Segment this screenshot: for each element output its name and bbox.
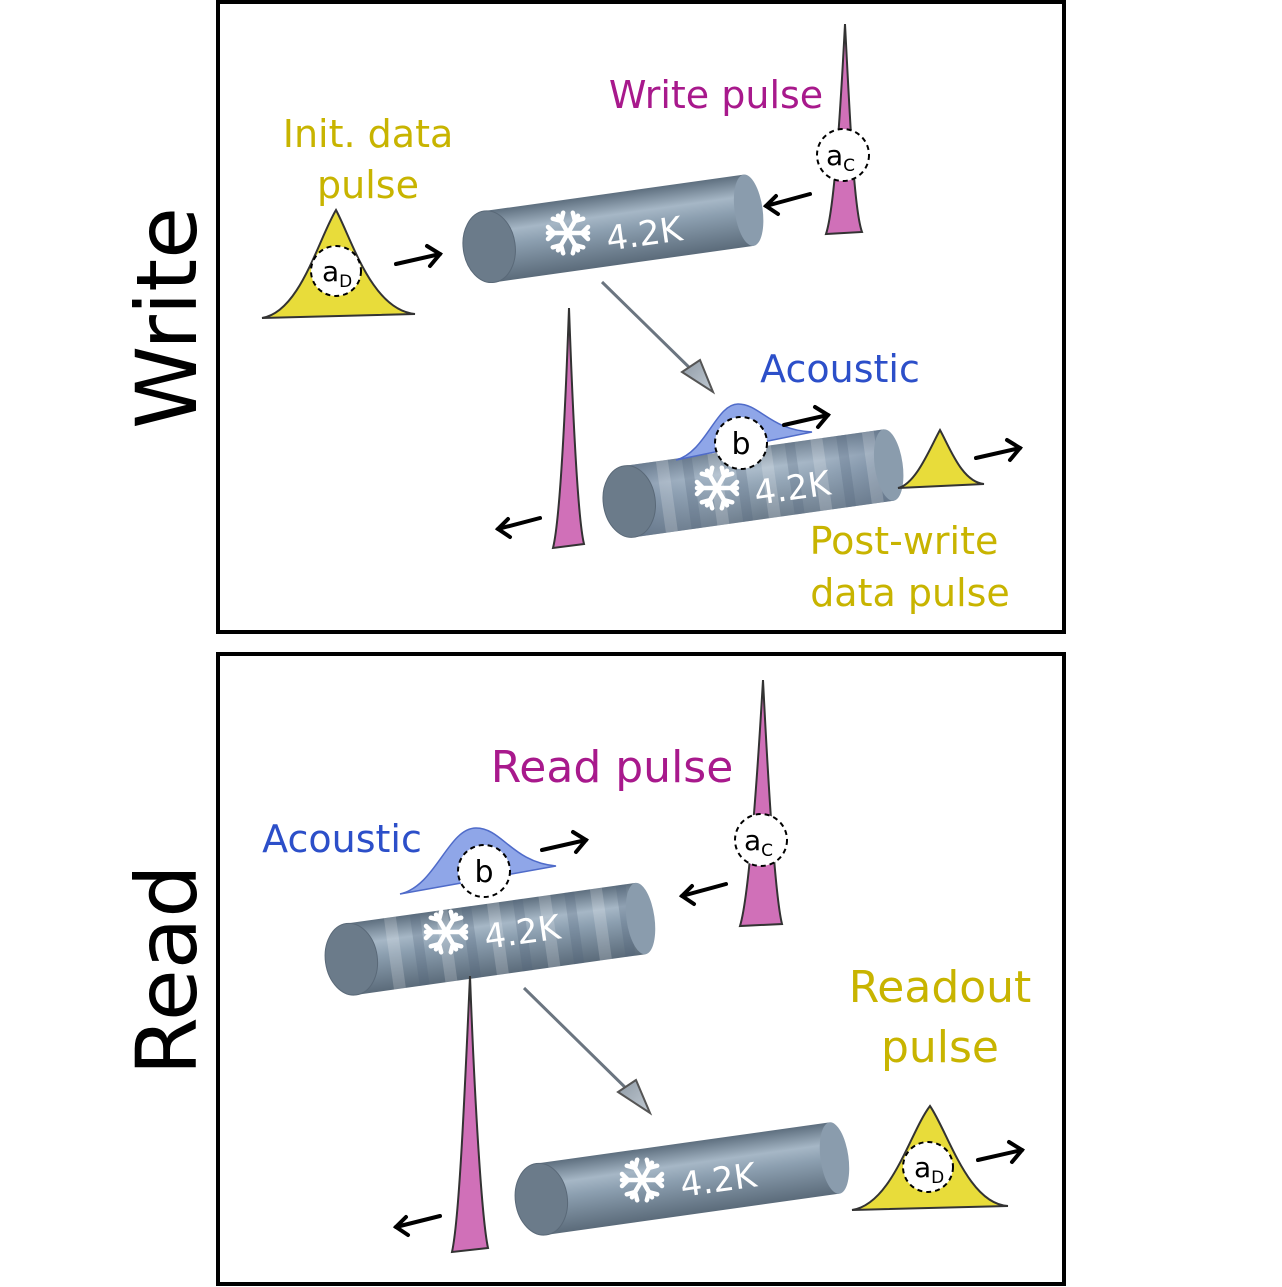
arrow-readout-right — [976, 1140, 1026, 1164]
mode-aD-circle-write — [310, 245, 362, 297]
mode-b-circle-write — [714, 416, 768, 470]
fiber-write-initial — [462, 174, 764, 284]
arrow-acoustic-read — [540, 830, 590, 854]
arrow-post-write-right — [974, 438, 1024, 462]
fiber-read-acoustic — [324, 882, 656, 996]
readout-label-line2: pulse — [881, 1022, 999, 1073]
post-write-data-pulse — [897, 427, 985, 489]
mode-aC-circle-write — [816, 128, 870, 182]
arrow-write-pulse-to-fiber — [762, 192, 812, 216]
write-side-label: Write — [118, 207, 216, 429]
init-data-label-line1: Init. data — [283, 112, 454, 156]
mode-aD-circle-read — [902, 1141, 954, 1193]
mode-aD-symbol: aD — [914, 1151, 944, 1188]
read-panel-frame — [216, 652, 1066, 1286]
step-arrow-write — [600, 280, 716, 395]
write-pulse — [824, 23, 864, 236]
mode-aD-symbol: aD — [322, 255, 352, 292]
mode-b-symbol-read: b — [474, 855, 493, 890]
mode-b-symbol-write: b — [731, 427, 750, 462]
arrow-acoustic-write — [782, 405, 832, 429]
arrow-reflected-read-left — [392, 1214, 442, 1237]
reflected-read-pulse — [450, 975, 490, 1254]
write-pulse-label: Write pulse — [609, 73, 823, 117]
init-data-label-line2: pulse — [317, 163, 419, 207]
post-write-label-line1: Post-write — [810, 519, 999, 563]
reflected-write-pulse — [551, 307, 586, 550]
acoustic-label-read: Acoustic — [262, 817, 422, 861]
read-pulse-label: Read pulse — [491, 742, 734, 793]
arrow-reflected-write-left — [494, 516, 542, 539]
read-side-label: Read — [118, 864, 216, 1075]
read-pulse — [738, 679, 784, 928]
arrow-read-pulse-to-fiber — [678, 882, 728, 906]
mode-aC-symbol: aC — [744, 824, 773, 861]
fiber-read-final — [514, 1122, 850, 1236]
readout-label-line1: Readout — [849, 962, 1032, 1013]
post-write-label-line2: data pulse — [810, 571, 1010, 615]
arrow-init-to-fiber — [394, 244, 444, 268]
step-arrow-read — [522, 986, 653, 1116]
acoustic-label-write: Acoustic — [760, 347, 920, 391]
write-panel-frame — [216, 0, 1066, 634]
mode-b-circle-read — [457, 844, 511, 898]
fiber-write-acoustic — [602, 429, 904, 538]
mode-aC-symbol: aC — [826, 139, 855, 176]
mode-aC-circle-read — [734, 813, 788, 867]
